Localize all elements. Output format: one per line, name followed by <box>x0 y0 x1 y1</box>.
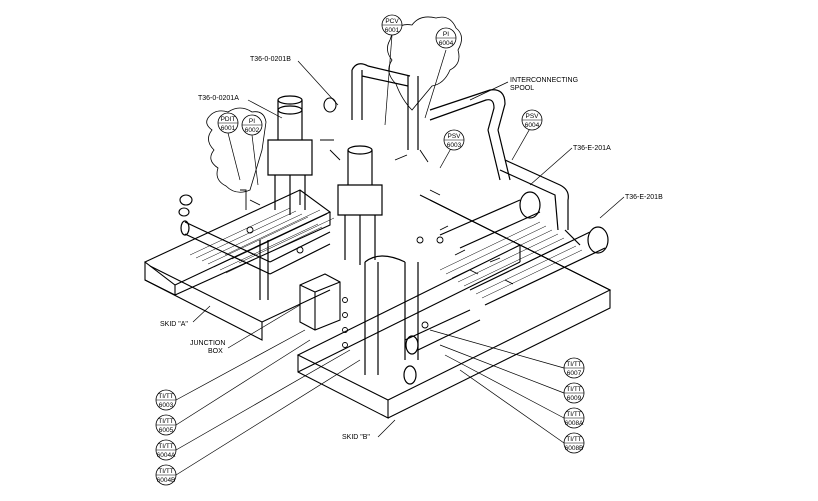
instrument-bubble: TI/TT 6007 <box>563 357 585 379</box>
bubble-number: 6008B <box>565 445 584 452</box>
bubble-number: 6002 <box>245 127 260 134</box>
skid-a-frame <box>143 189 332 341</box>
instrument-bubble: PI 6004 <box>435 27 457 49</box>
label-spool: SPOOL <box>510 85 534 92</box>
bubble-number: 6003 <box>159 402 174 409</box>
bubble-tag: PSV <box>525 113 539 120</box>
label-skid-a: SKID "A" <box>160 321 188 328</box>
bubble-number: 6004 <box>525 122 540 129</box>
bubble-tag: PSV <box>447 133 461 140</box>
instrument-bubble: TI/TT 6003 <box>155 389 177 411</box>
vertical-riser-front <box>364 255 481 385</box>
bubble-tag: PDIT <box>221 116 236 123</box>
instrument-bubble: PDIT 6001 <box>217 112 239 134</box>
label-line-0201a: T36-0-0201A <box>198 95 239 102</box>
skid-b-frame <box>296 194 612 419</box>
instrument-bubble: TI/TT 6009 <box>563 382 585 404</box>
vessel-upper-left <box>267 95 313 215</box>
label-junction: JUNCTION <box>190 340 225 347</box>
bubble-number: 6005 <box>159 427 174 434</box>
instrument-bubble: TI/TT 6005 <box>155 414 177 436</box>
bubble-number: 6001 <box>385 27 400 34</box>
interconnecting-spool-pipe <box>351 63 569 231</box>
bubble-number: 6004 <box>439 40 454 47</box>
instrument-bubble: PI 6002 <box>241 114 263 136</box>
header-pipe-left <box>180 220 331 300</box>
bubble-tag: TI/TT <box>158 393 174 400</box>
label-exchanger-201b: T36-E-201B <box>625 194 663 201</box>
label-exchanger-201a: T36-E-201A <box>573 145 611 152</box>
label-line-0201b: T36-0-0201B <box>250 56 291 63</box>
bubble-number: 6008A <box>565 420 584 427</box>
skid-a-grating <box>189 207 323 274</box>
bubble-number: 6001 <box>221 125 236 132</box>
junction-box <box>299 273 341 331</box>
revision-clouds <box>206 16 462 193</box>
bubble-tag: TI/TT <box>158 418 174 425</box>
bubble-number: 6004A <box>157 452 176 459</box>
instrument-bubble: TI/TT 6008B <box>563 432 585 454</box>
bubble-tag: PI <box>443 31 449 38</box>
bubble-number: 6009 <box>567 395 582 402</box>
bubble-tag: PCV <box>385 18 399 25</box>
bubble-tag: TI/TT <box>566 386 582 393</box>
label-interconnecting: INTERCONNECTING <box>510 77 578 84</box>
bubble-tag: TI/TT <box>566 411 582 418</box>
bubble-tag: TI/TT <box>566 361 582 368</box>
instrument-bubble: TI/TT 6008A <box>563 407 585 429</box>
label-skid-b: SKID "B" <box>342 434 370 441</box>
instrument-bubble: PSV 6003 <box>443 129 465 151</box>
bubble-number: 6007 <box>567 370 582 377</box>
bubble-tag: TI/TT <box>566 436 582 443</box>
label-box: BOX <box>208 348 223 355</box>
instrument-bubble: TI/TT 6004A <box>155 439 177 461</box>
exchanger-201b <box>469 226 609 306</box>
vessel-center <box>337 145 383 265</box>
bubble-number: 6003 <box>447 142 462 149</box>
bubble-tag: TI/TT <box>158 468 174 475</box>
instrument-bubble: TI/TT 6004B <box>155 464 177 486</box>
leader-lines <box>175 34 625 476</box>
instrument-bubble: PSV 6004 <box>521 109 543 131</box>
bubble-tag: PI <box>249 118 255 125</box>
exchanger-201a <box>439 191 541 249</box>
instrument-bubble: PCV 6001 <box>381 14 403 36</box>
small-fittings <box>240 139 514 348</box>
handwheels <box>178 97 337 217</box>
bubble-tag: TI/TT <box>158 443 174 450</box>
bubble-number: 6004B <box>157 477 176 484</box>
